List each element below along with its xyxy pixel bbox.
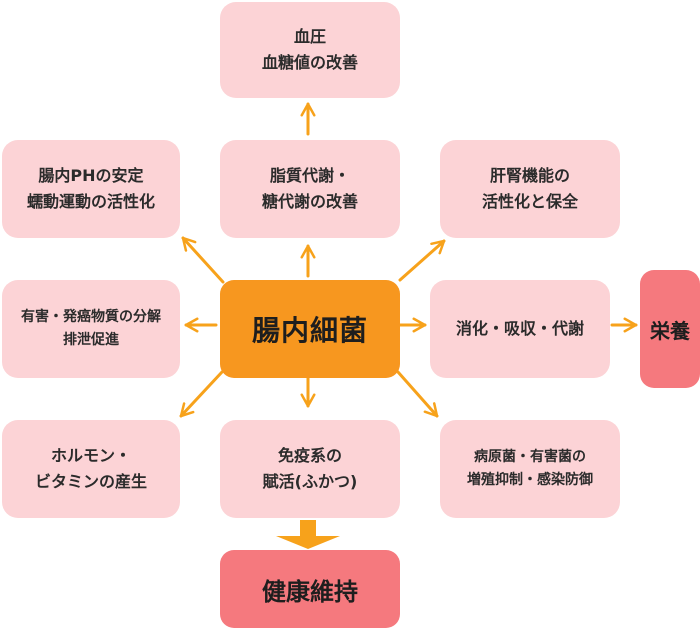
effect-pathogen-line-1: 病原菌・有害菌の [474,448,586,465]
effect-immune-line-2: 賦活(ふかつ) [262,472,358,491]
effect-immune-box: 免疫系の 賦活(ふかつ) [220,420,400,518]
effect-hormone-line-2: ビタミンの産生 [34,472,147,491]
effect-liver-line-1: 肝腎機能の [489,165,570,185]
outcome-nutrition-box: 栄養 [640,270,700,388]
effect-hormone-line-1: ホルモン・ [50,445,131,465]
effect-gut-ph-line-1: 腸内PHの安定 [38,165,144,185]
effect-pathogen-box: 病原菌・有害菌の 増殖抑制・感染防御 [440,420,620,518]
effect-blood-box: 血圧 血糖値の改善 [220,2,400,98]
effect-immune-line-1: 免疫系の [277,445,342,465]
effect-pathogen-line-2: 増殖抑制・感染防御 [467,472,593,488]
arrow-immune-to-health [276,520,340,549]
effect-lipid-box: 脂質代謝・ 糖代謝の改善 [220,140,400,238]
effect-harmful-line-2: 排泄促進 [63,332,119,348]
effect-gut-ph-box: 腸内PHの安定 蠕動運動の活性化 [2,140,180,238]
effect-harmful-line-1: 有害・発癌物質の分解 [21,308,161,325]
effect-blood-line-2: 血糖値の改善 [261,53,358,72]
effect-harmful-box: 有害・発癌物質の分解 排泄促進 [2,280,180,378]
arrow-to-hormone [179,370,224,418]
effect-lipid-line-1: 脂質代謝・ [269,165,350,185]
effect-blood-line-1: 血圧 [293,26,326,46]
effect-hormone-box: ホルモン・ ビタミンの産生 [2,420,180,518]
center-gut-bacteria-box: 腸内細菌 [220,280,400,378]
effect-digestion-line-1: 消化・吸収・代謝 [455,318,584,338]
arrow-to-pathogen [396,370,439,418]
effect-gut-ph-line-2: 蠕動運動の活性化 [26,192,155,211]
effect-digestion-box: 消化・吸収・代謝 [430,280,610,378]
effect-lipid-line-2: 糖代謝の改善 [261,192,358,211]
effect-liver-line-2: 活性化と保全 [481,192,578,211]
effect-liver-box: 肝腎機能の 活性化と保全 [440,140,620,238]
center-label: 腸内細菌 [251,314,368,347]
outcome-nutrition-label: 栄養 [650,318,690,343]
arrow-to-gut-ph [181,236,225,284]
outcome-health-box: 健康維持 [220,550,400,628]
outcome-health-label: 健康維持 [262,577,358,606]
arrow-to-liver [398,239,446,282]
